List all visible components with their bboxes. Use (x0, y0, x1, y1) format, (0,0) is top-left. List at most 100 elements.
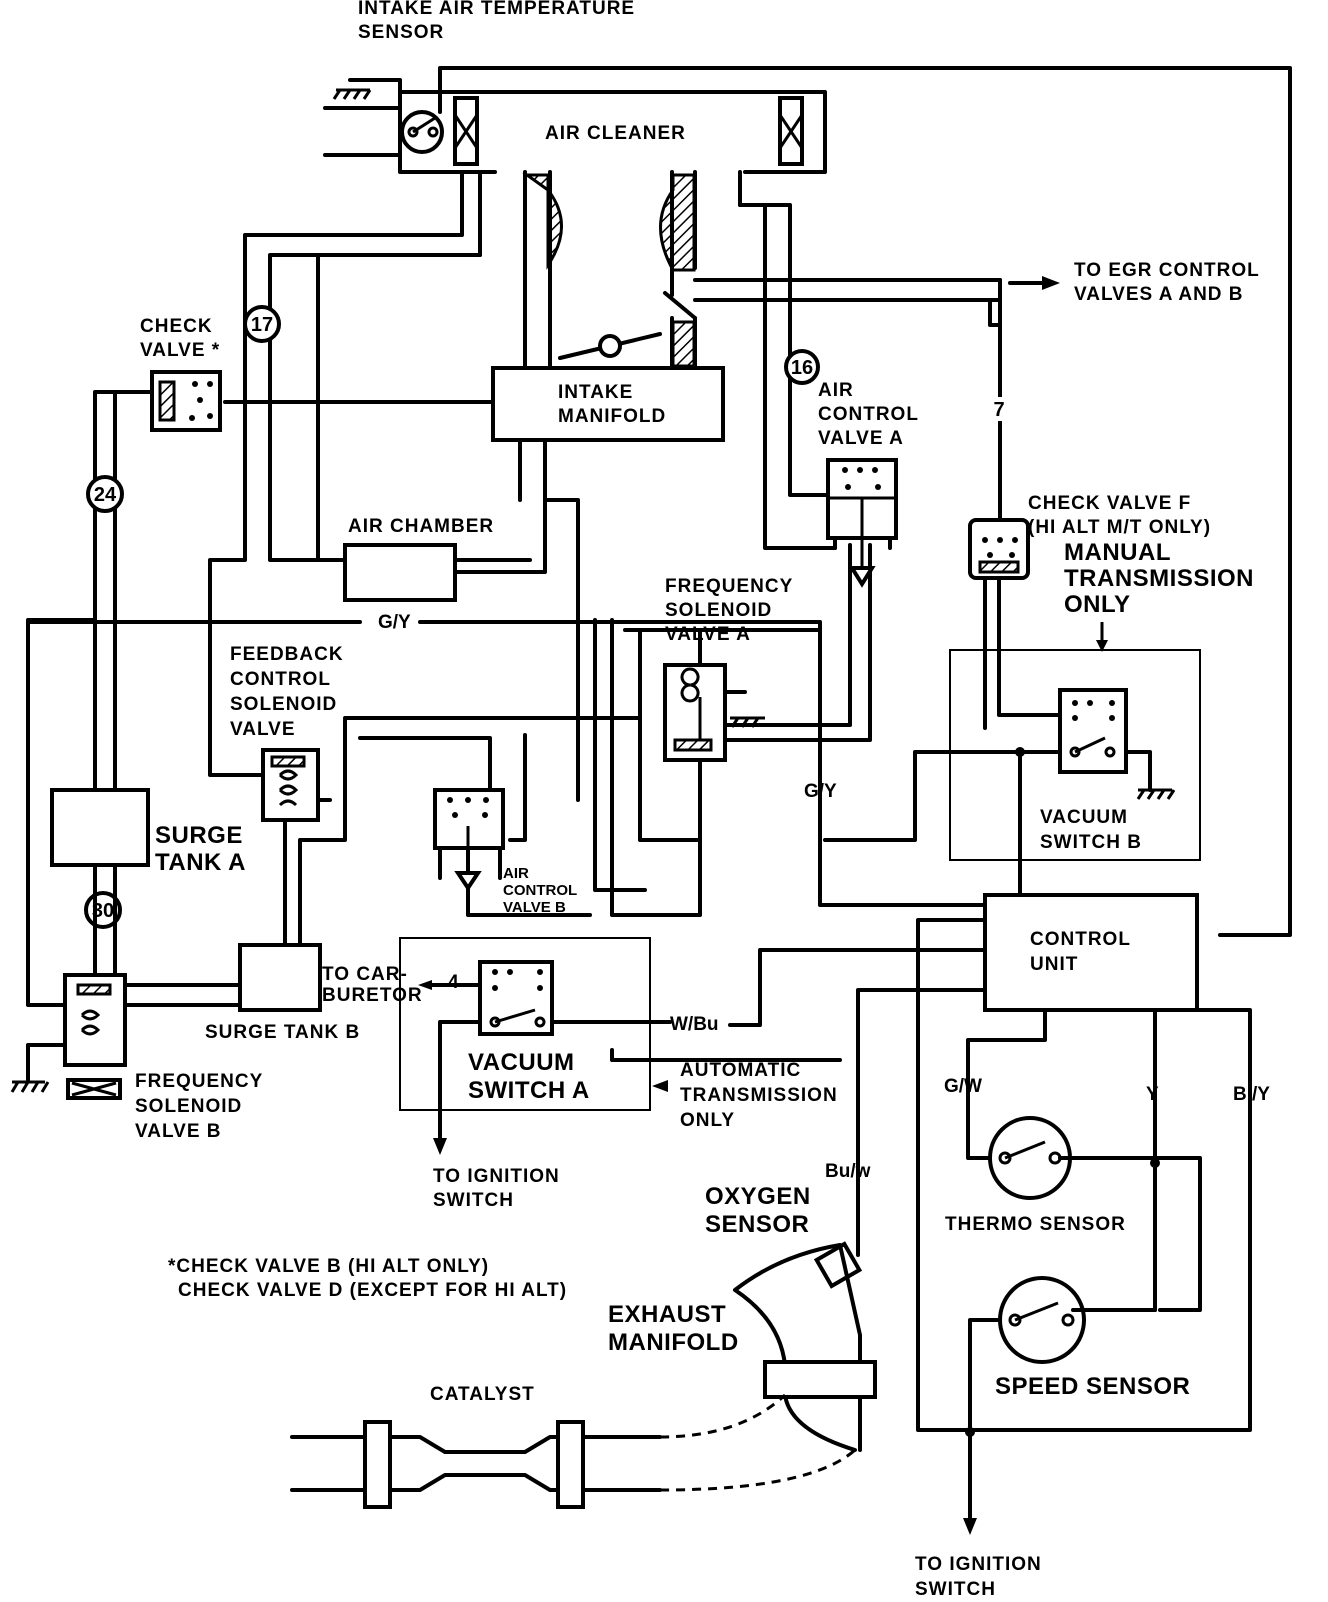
wire-w-bu: W/Bu (670, 1014, 719, 1035)
svg-text:UNIT: UNIT (1030, 954, 1078, 975)
svg-text:SOLENOID: SOLENOID (135, 1096, 242, 1117)
check-valve-f (968, 518, 1030, 580)
exhaust-manifold-label: EXHAUST (608, 1301, 726, 1328)
wire-gy-right: G/Y (804, 781, 837, 802)
to-ignition-switch-label-1: TO IGNITION (433, 1166, 560, 1187)
freq-solenoid-a-label: FREQUENCY (665, 576, 793, 597)
surge-tank-a-label: SURGE (155, 822, 243, 849)
svg-text:7: 7 (993, 399, 1004, 421)
air-cleaner (323, 90, 827, 174)
intake-air-temp-label: INTAKE AIR TEMPERATURE (358, 0, 635, 19)
svg-text:TANK A: TANK A (155, 849, 246, 876)
hose-17: 17 (243, 305, 281, 343)
svg-text:TRANSMISSION: TRANSMISSION (1064, 565, 1254, 592)
svg-text:SENSOR: SENSOR (358, 22, 444, 43)
wire-gy-top: G/Y (378, 612, 411, 633)
exhaust-manifold (733, 1243, 877, 1452)
hose-16: 16 (784, 349, 820, 385)
to-carburetor-label: TO CAR- (322, 964, 408, 985)
air-control-valve-a-label: AIR (818, 380, 854, 401)
svg-text:SWITCH: SWITCH (915, 1579, 996, 1600)
frequency-solenoid-valve-a (663, 663, 765, 762)
svg-text:VALVE: VALVE (230, 719, 296, 740)
hose-24: 24 (86, 475, 124, 513)
svg-text:VALVE B: VALVE B (135, 1121, 222, 1142)
thermo-sensor-label: THERMO SENSOR (945, 1214, 1126, 1235)
speed-sensor (963, 1276, 1157, 1535)
to-ignition-switch-label-2: TO IGNITION (915, 1554, 1042, 1575)
hose-7: 7 (988, 397, 1010, 421)
text-labels: INTAKE AIR TEMPERATURE SENSOR AIR CLEANE… (135, 0, 1270, 1600)
manual-trans-region (949, 622, 1201, 861)
footnote-line-1: *CHECK VALVE B (HI ALT ONLY) (168, 1256, 489, 1277)
catalyst (290, 1393, 856, 1509)
svg-text:CONTROL: CONTROL (503, 882, 577, 899)
wire-y: Y (1146, 1084, 1159, 1105)
oxygen-sensor-label: OXYGEN (705, 1183, 811, 1210)
svg-text:MANIFOLD: MANIFOLD (558, 406, 666, 427)
vacuum-switch-a (418, 960, 672, 1155)
svg-text:24: 24 (94, 484, 117, 506)
svg-text:SENSOR: SENSOR (705, 1211, 809, 1238)
svg-text:VALVE A: VALVE A (665, 624, 751, 645)
svg-text:TRANSMISSION: TRANSMISSION (680, 1085, 838, 1106)
air-control-valve-b-label: AIR (503, 865, 529, 882)
svg-text:(HI ALT M/T ONLY): (HI ALT M/T ONLY) (1028, 517, 1211, 538)
speed-sensor-label: SPEED SENSOR (995, 1373, 1190, 1400)
svg-text:SWITCH B: SWITCH B (1040, 832, 1142, 853)
intake-manifold-label: INTAKE (558, 382, 633, 403)
vacuum-hoses (93, 170, 1064, 952)
intake-air-temp-sensor (332, 66, 1292, 937)
wire-bl-y: Bl/Y (1233, 1084, 1270, 1105)
vacuum-switch-a-label: VACUUM (468, 1049, 575, 1076)
air-cleaner-label: AIR CLEANER (545, 123, 686, 144)
vacuum-switch-b-label: VACUUM (1040, 807, 1128, 828)
feedback-control-solenoid-valve (261, 748, 320, 822)
intake-manifold (491, 366, 725, 442)
check-valve-f-label: CHECK VALVE F (1028, 493, 1191, 514)
svg-text:VALVES A AND B: VALVES A AND B (1074, 284, 1244, 305)
air-chamber-label: AIR CHAMBER (348, 516, 494, 537)
wire-bu-w: Bu/w (825, 1161, 871, 1182)
catalyst-label: CATALYST (430, 1384, 535, 1405)
to-egr-arrow (1008, 276, 1060, 290)
to-egr-label: TO EGR CONTROL (1074, 260, 1260, 281)
control-unit-label: CONTROL (1030, 929, 1131, 950)
thermo-sensor (988, 1116, 1202, 1312)
svg-text:16: 16 (791, 357, 813, 379)
svg-text:ONLY: ONLY (1064, 591, 1130, 618)
manual-transmission-label: MANUAL (1064, 539, 1171, 566)
check-valve-label: CHECK (140, 316, 213, 337)
air-control-valve-b (433, 788, 505, 892)
svg-text:SWITCH A: SWITCH A (468, 1077, 590, 1104)
svg-text:VALVE *: VALVE * (140, 340, 220, 361)
svg-text:VALVE B: VALVE B (503, 899, 566, 916)
svg-text:30: 30 (92, 900, 114, 922)
svg-text:VALVE A: VALVE A (818, 428, 904, 449)
control-unit (610, 758, 1252, 1432)
svg-text:CONTROL: CONTROL (230, 669, 331, 690)
wire-g-w: G/W (944, 1076, 982, 1097)
check-valve-b-d (150, 370, 222, 432)
svg-text:SOLENOID: SOLENOID (665, 600, 772, 621)
svg-text:SWITCH: SWITCH (433, 1190, 514, 1211)
surge-tank-b (123, 943, 322, 1012)
svg-text:ONLY: ONLY (680, 1110, 735, 1131)
carburetor-body (522, 170, 697, 370)
surge-tank-a (50, 788, 150, 977)
vacuum-switch-b (823, 688, 1176, 897)
svg-text:BURETOR: BURETOR (322, 985, 423, 1006)
feedback-solenoid-label: FEEDBACK (230, 644, 344, 665)
freq-solenoid-b-label: FREQUENCY (135, 1071, 263, 1092)
air-chamber (343, 543, 457, 602)
svg-text:CONTROL: CONTROL (818, 404, 919, 425)
svg-text:SOLENOID: SOLENOID (230, 694, 337, 715)
automatic-transmission-label: AUTOMATIC (680, 1060, 801, 1081)
air-control-valve-a (826, 458, 898, 588)
svg-text:MANIFOLD: MANIFOLD (608, 1329, 739, 1356)
svg-text:4: 4 (448, 972, 460, 993)
footnote-line-2: CHECK VALVE D (EXCEPT FOR HI ALT) (178, 1280, 567, 1301)
surge-tank-b-label: SURGE TANK B (205, 1022, 360, 1043)
svg-text:17: 17 (251, 314, 273, 336)
